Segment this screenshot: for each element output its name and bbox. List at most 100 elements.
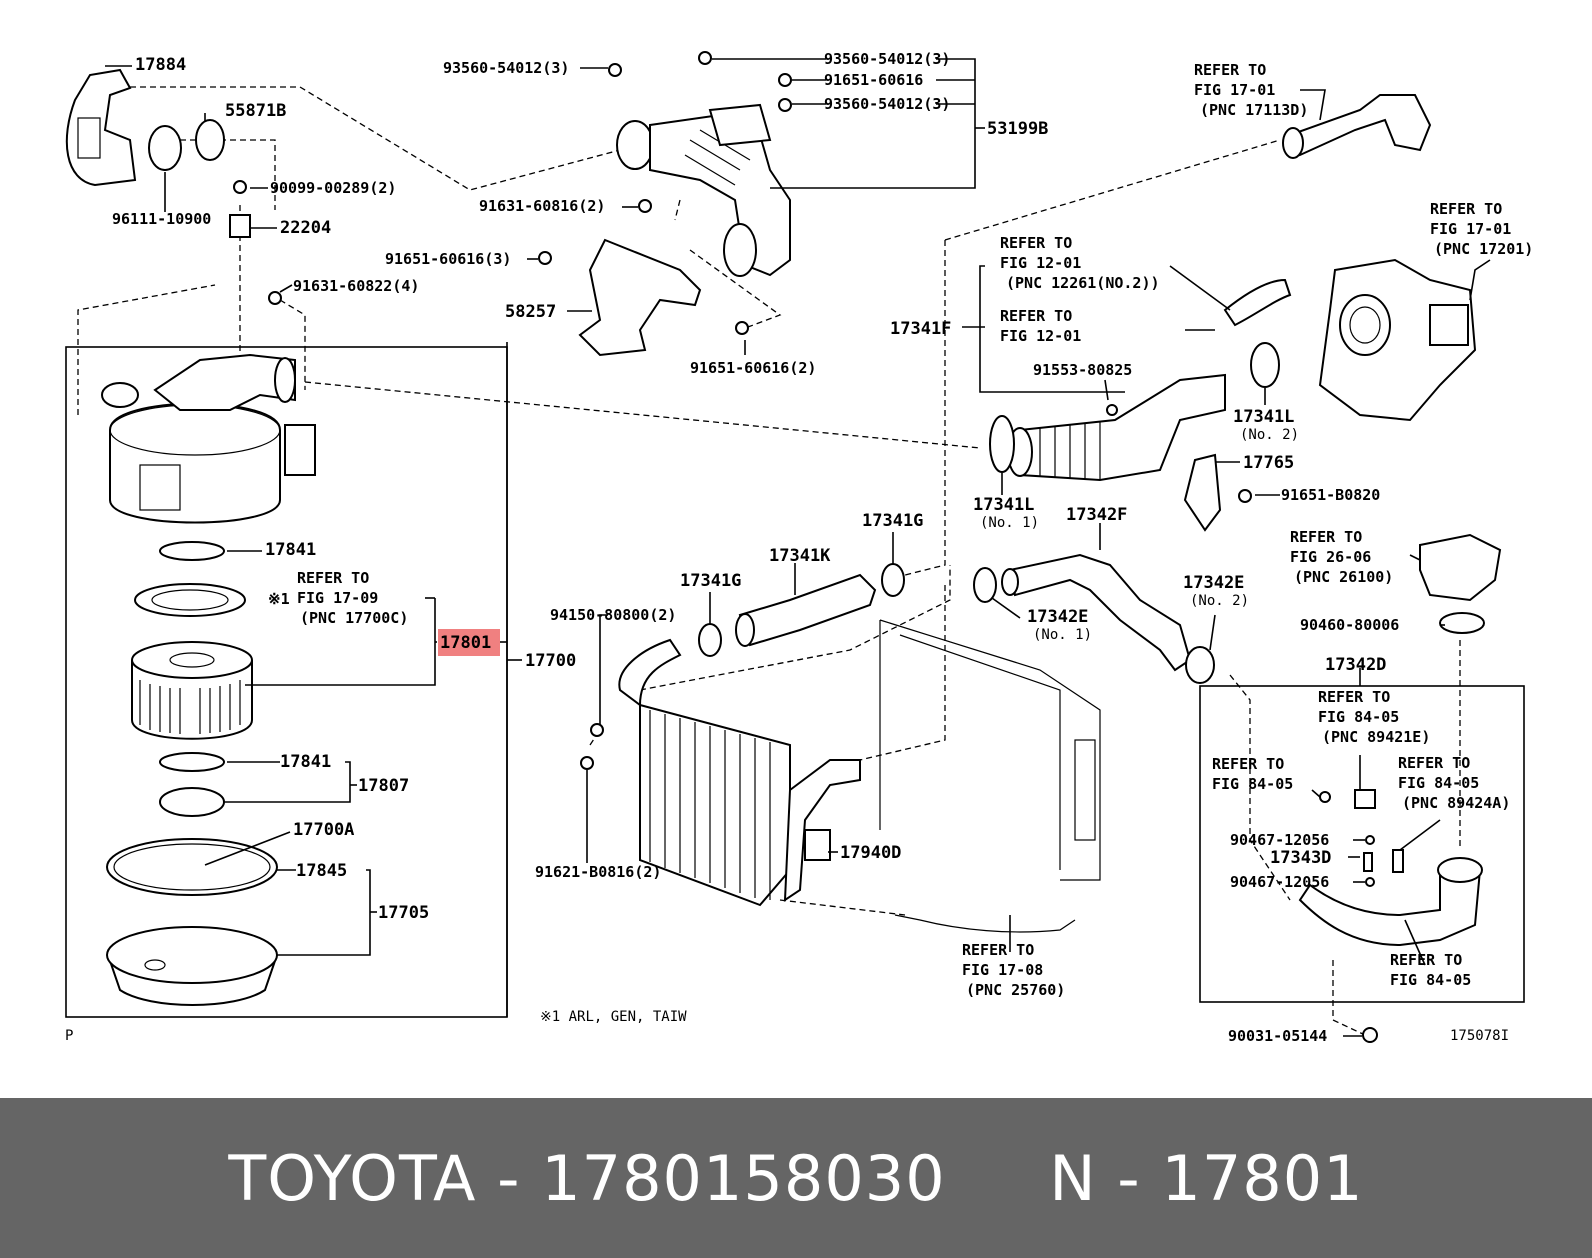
throttle-26100	[1419, 533, 1502, 602]
parts-diagram: 17884 55871B 90099-00289(2) 96111-10900 …	[65, 50, 1534, 1045]
label-55871B: 55871B	[225, 101, 286, 121]
ref-line2: FIG 84-05	[1398, 774, 1479, 792]
ref-line3: (PNC 17201)	[1434, 240, 1533, 258]
refer-89424A: REFER TO FIG 84-05 (PNC 89424A)	[1398, 754, 1510, 812]
label-17341L-2: 17341L	[1233, 407, 1294, 427]
ref-line2: FIG 12-01	[1000, 254, 1081, 272]
seal-17841-a	[159, 541, 225, 561]
air-cleaner-housing	[101, 353, 316, 524]
ref-line3: (PNC 25760)	[966, 981, 1065, 999]
label-17342E-1-no: (No. 1)	[1033, 627, 1092, 643]
screw-90099	[233, 180, 247, 194]
label-17705: 17705	[378, 903, 429, 923]
refer-84-05-a: REFER TO FIG 84-05	[1212, 755, 1293, 793]
ref-line2: FIG 17-01	[1430, 220, 1511, 238]
bolt-93560-c	[778, 98, 792, 112]
clamp-17341L-2	[1250, 342, 1280, 388]
clip-90467-b	[1365, 877, 1375, 887]
bolt-93560-a	[608, 63, 622, 77]
bolt-91621	[580, 756, 594, 770]
ref-line3: (PNC 89424A)	[1402, 794, 1510, 812]
intercooler	[618, 638, 861, 907]
label-94150: 94150-80800(2)	[550, 606, 676, 624]
ref-line1: REFER TO	[1212, 755, 1284, 773]
parts-diagram-svg: 17884 55871B 90099-00289(2) 96111-10900 …	[65, 50, 1533, 1045]
radiator	[879, 619, 1101, 881]
hose-17342F	[1008, 553, 1192, 672]
label-93560-a: 93560-54012(3)	[443, 59, 569, 77]
label-17341L-1: 17341L	[973, 495, 1034, 515]
ref-line2: FIG 26-06	[1290, 548, 1371, 566]
label-96111: 96111-10900	[112, 210, 211, 228]
hose-17884	[65, 68, 137, 187]
label-90467-a: 90467-12056	[1230, 831, 1329, 849]
label-17341L-1-no: (No. 1)	[980, 515, 1039, 531]
label-17841-a: 17841	[265, 540, 316, 560]
label-17343D: 17343D	[1270, 848, 1331, 868]
footer-bar: TOYOTA - 1780158030 N - 17801	[0, 1098, 1592, 1258]
clamp-17342E-2	[1185, 646, 1215, 684]
ref-line3: (PNC 17700C)	[300, 609, 408, 627]
gasket-17700C	[134, 583, 246, 617]
17342D-box-outline	[1199, 685, 1525, 1003]
sensor-89424A	[1392, 849, 1404, 873]
bolt-94150	[590, 723, 604, 737]
ref-line3: (PNC 26100)	[1294, 568, 1393, 586]
label-17342E-2-no: (No. 2)	[1190, 593, 1249, 609]
bolt-91631-60816	[638, 199, 652, 213]
label-93560-c: 93560-54012(3)	[824, 95, 950, 113]
label-17884: 17884	[135, 55, 186, 75]
label-53199B: 53199B	[987, 119, 1048, 139]
hose-17341K	[738, 573, 877, 647]
ref-line1: REFER TO	[962, 941, 1034, 959]
label-91553: 91553-80825	[1033, 361, 1132, 379]
sensor-22204	[229, 214, 251, 238]
label-91631-2: 91631-60816(2)	[479, 197, 605, 215]
clamp-90460	[1439, 612, 1485, 634]
refer-17201: REFER TO FIG 17-01 (PNC 17201)	[1430, 200, 1533, 258]
label-17700: 17700	[525, 651, 576, 671]
label-17342E-2: 17342E	[1183, 573, 1244, 593]
label-91651-a: 91651-60616	[824, 71, 923, 89]
ref-line2: FIG 17-01	[1194, 81, 1275, 99]
ref-line2: FIG 84-05	[1390, 971, 1471, 989]
label-17341G-a: 17341G	[862, 511, 923, 531]
ref-line1: REFER TO	[1318, 688, 1390, 706]
label-17342D: 17342D	[1325, 655, 1386, 675]
label-17341K: 17341K	[769, 546, 831, 566]
dashed-leaders	[77, 86, 1461, 1036]
wire-25760	[894, 914, 1076, 933]
label-91651-3: 91651-60616(3)	[385, 250, 511, 268]
label-17845: 17845	[296, 861, 347, 881]
label-17801: 17801	[440, 633, 491, 653]
cap-17807	[159, 787, 225, 817]
refer-89421E: REFER TO FIG 84-05 (PNC 89421E)	[1318, 688, 1430, 746]
ring-55871B	[195, 119, 225, 161]
turbocharger-17201	[1318, 258, 1477, 422]
label-22204: 22204	[280, 218, 331, 238]
hose-17343D	[1363, 852, 1373, 872]
ref-line1: REFER TO	[1000, 307, 1072, 325]
bolt-84-05	[1319, 791, 1331, 803]
bracket-17765	[1183, 453, 1222, 532]
ref-line1: REFER TO	[297, 569, 369, 587]
clamp-96111	[148, 125, 182, 171]
bolt-91631-60822	[268, 291, 282, 305]
air-duct-53199B	[616, 103, 791, 277]
solid-leaders	[105, 58, 1491, 1037]
hose-12261	[1223, 278, 1292, 327]
part-number-caption: TOYOTA - 1780158030 N - 17801	[228, 1141, 1364, 1215]
label-17342E-1: 17342E	[1027, 607, 1088, 627]
refer-17113D: REFER TO FIG 17-01 (PNC 17113D)	[1194, 61, 1308, 119]
label-91621: 91621-B0816(2)	[535, 863, 661, 881]
ref-line1: REFER TO	[1194, 61, 1266, 79]
bolt-93560-b	[698, 51, 712, 65]
label-P: P	[65, 1028, 73, 1044]
seal-17841-b	[159, 752, 225, 772]
clamp-17342E-1	[973, 567, 997, 603]
label-17841-b: 17841	[280, 752, 331, 772]
bolt-91651-B0820	[1238, 489, 1252, 503]
label-17700A: 17700A	[293, 820, 354, 840]
part-labels: 17884 55871B 90099-00289(2) 96111-10900 …	[65, 50, 1509, 1045]
ref-line1: REFER TO	[1398, 754, 1470, 772]
